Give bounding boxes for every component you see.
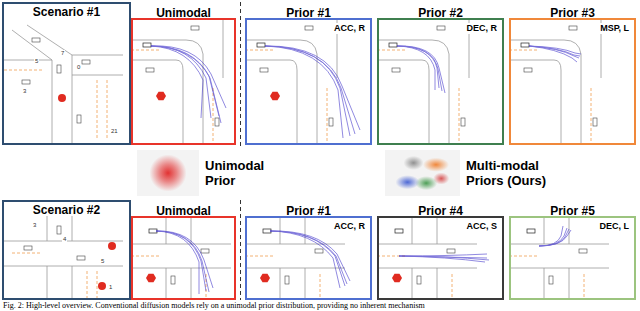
trajectory-panel xyxy=(377,18,469,145)
agent-id-number: 21 xyxy=(110,128,119,135)
panel-box: Prior #1ACC, R xyxy=(245,216,372,300)
agent-id-number: 5 xyxy=(100,258,105,265)
mode-tag: ACC, R xyxy=(332,221,367,232)
mode-tag: DEC, R xyxy=(464,23,499,34)
panel-heading: Prior #5 xyxy=(491,204,640,218)
panel-heading: Scenario #2 xyxy=(4,202,129,217)
prior-distribution-box: Multi-modal Priors (Ours) xyxy=(385,150,460,196)
prior-distribution-box: Unimodal Prior xyxy=(137,150,199,196)
trajectory-panel xyxy=(131,216,231,300)
separator-line xyxy=(240,2,241,300)
mode-tag: MSP, L xyxy=(598,23,631,34)
panel-box: Prior #1ACC, R xyxy=(245,18,372,145)
scenario-map xyxy=(4,25,123,143)
panel-heading: Prior #3 xyxy=(491,6,640,20)
agent-id-number: 3 xyxy=(22,88,27,95)
agent-id-number: 0 xyxy=(76,64,81,71)
panel-box: Prior #2DEC, R xyxy=(377,18,504,145)
agent-id-number: 5 xyxy=(34,58,39,65)
agent-id-number: 3 xyxy=(32,222,37,229)
panel-heading: Prior #2 xyxy=(359,6,522,20)
panel-heading: Multi-modal Priors (Ours) xyxy=(466,158,566,188)
panel-heading: Prior #4 xyxy=(359,204,522,218)
trajectory-panel xyxy=(245,18,360,145)
mode-tag: ACC, S xyxy=(464,221,499,232)
trajectory-panel xyxy=(509,18,601,145)
panel-box: Scenario #1 xyxy=(2,2,131,145)
panel-heading: Unimodal xyxy=(113,204,254,218)
figure-caption: Fig. 2: High-level overview. Conventiona… xyxy=(3,301,425,311)
panel-box: Prior #5DEC, L xyxy=(509,216,636,300)
panel-box: Prior #4ACC, S xyxy=(377,216,504,300)
panel-box: Prior #3MSP, L xyxy=(509,18,636,145)
agent-id-number: 1 xyxy=(108,284,113,291)
panel-box: Unimodal xyxy=(131,18,236,145)
panel-heading: Unimodal xyxy=(113,6,254,20)
panel-heading: Prior #1 xyxy=(227,204,390,218)
panel-heading: Prior #1 xyxy=(227,6,390,20)
panel-box: Unimodal xyxy=(131,216,236,300)
mode-tag: ACC, R xyxy=(332,23,367,34)
panel-heading: Scenario #1 xyxy=(4,4,129,19)
trajectory-panel xyxy=(131,18,226,145)
panel-heading: Unimodal Prior xyxy=(205,158,277,188)
agent-id-number: 7 xyxy=(60,50,65,57)
trajectory-panel xyxy=(509,216,609,300)
scenario-map xyxy=(4,216,123,298)
mode-tag: DEC, L xyxy=(597,221,631,232)
agent-id-number: 4 xyxy=(62,236,67,243)
